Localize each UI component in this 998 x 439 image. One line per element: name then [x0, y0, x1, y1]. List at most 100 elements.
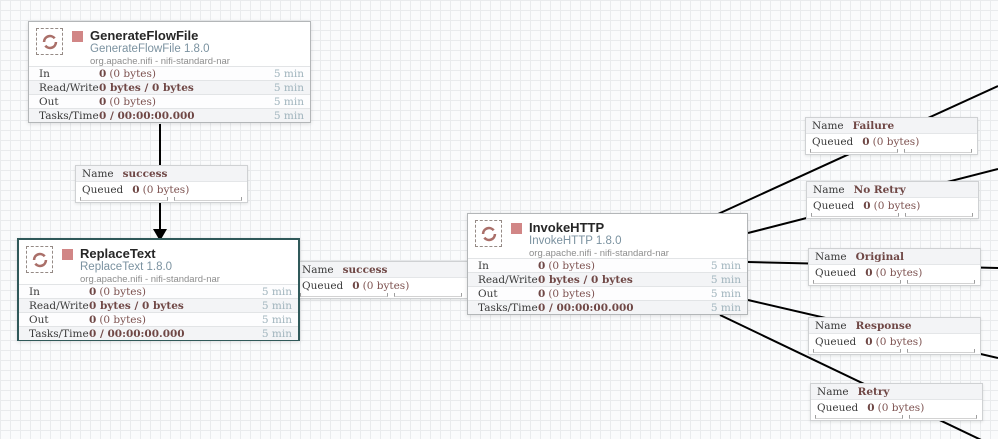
connection-label-failure[interactable]: Name Failure Queued 0 (0 bytes) [805, 117, 978, 155]
processor-type-icon [26, 246, 53, 273]
stat-row-in: In 0(0 bytes) 5 min [468, 258, 747, 272]
connection-label-no-retry[interactable]: Name No Retry Queued 0 (0 bytes) [806, 181, 979, 219]
stat-value: 0(0 bytes) [89, 314, 254, 326]
stat-label: Tasks/Time [478, 301, 538, 314]
connection-line-retry[interactable] [719, 314, 998, 439]
stat-label: In [478, 259, 489, 272]
stat-value-rest: (0 bytes) [99, 285, 146, 298]
connection-queued-row: Queued 0 (0 bytes) [811, 400, 982, 415]
processor-bundle: org.apache.nifi - nifi-standard-nar [529, 248, 669, 259]
stat-value: 0 bytes / 0 bytes [538, 274, 703, 286]
stat-value-bold: 0 [99, 95, 107, 108]
connection-name-row: Name No Retry [807, 182, 978, 198]
stat-label: Out [29, 313, 49, 326]
stat-row-out: Out 0(0 bytes) 5 min [29, 94, 310, 108]
connection-name-row: Name Retry [811, 384, 982, 400]
stat-value-rest: (0 bytes) [548, 287, 595, 300]
processor-header: ReplaceText ReplaceText 1.8.0 org.apache… [19, 240, 298, 285]
queued-label: Queued [817, 402, 859, 414]
name-label: Name [817, 385, 849, 398]
stat-window: 5 min [273, 109, 304, 122]
stat-window: 5 min [710, 259, 741, 272]
queue-count-gauge [815, 415, 903, 419]
queue-size-gauge [907, 349, 975, 353]
queue-size-gauge [904, 149, 972, 153]
stat-label: Read/Write [39, 81, 99, 94]
stat-value-bold: 0 [538, 287, 546, 300]
processor-replacetext[interactable]: ReplaceText ReplaceText 1.8.0 org.apache… [17, 238, 300, 341]
connection-name-value: No Retry [853, 183, 906, 196]
stat-row-tasks: Tasks/Time 0 / 00:00:00.000 5 min [29, 108, 310, 122]
connection-label-response[interactable]: Name Response Queued 0 (0 bytes) [808, 317, 981, 355]
name-label: Name [815, 319, 847, 332]
name-label: Name [812, 119, 844, 132]
sync-arrows-icon [42, 34, 57, 49]
connection-label-retry[interactable]: Name Retry Queued 0 (0 bytes) [810, 383, 983, 421]
processor-invokehttp[interactable]: InvokeHTTP InvokeHTTP 1.8.0 org.apache.n… [467, 213, 748, 315]
stat-row-out: Out 0(0 bytes) 5 min [468, 286, 747, 300]
stat-row-tasks: Tasks/Time 0 / 00:00:00.000 5 min [19, 326, 298, 340]
stat-label: In [29, 285, 40, 298]
queued-label: Queued [812, 136, 854, 148]
connection-label-success-2[interactable]: Name success Queued 0 (0 bytes) [295, 261, 468, 299]
connection-label-success-1[interactable]: Name success Queued 0 (0 bytes) [75, 165, 248, 203]
queue-size-gauge [394, 293, 462, 297]
connection-label-original[interactable]: Name Original Queued 0 (0 bytes) [808, 248, 981, 286]
stat-value-bold: 0 [89, 313, 97, 326]
name-label: Name [813, 183, 845, 196]
stat-window: 5 min [261, 313, 292, 326]
processor-header: GenerateFlowFile GenerateFlowFile 1.8.0 … [29, 22, 310, 67]
stat-window: 5 min [710, 273, 741, 286]
stat-label: In [39, 67, 50, 80]
name-label: Name [815, 250, 847, 263]
stat-row-out: Out 0(0 bytes) 5 min [19, 312, 298, 326]
queue-gauges [811, 415, 982, 420]
queue-count-gauge [811, 213, 899, 217]
processor-type: GenerateFlowFile 1.8.0 [90, 43, 210, 55]
connection-name-row: Name success [76, 166, 247, 182]
stat-value: 0(0 bytes) [538, 288, 703, 300]
queue-count-gauge [80, 197, 168, 201]
stat-value: 0(0 bytes) [99, 68, 266, 80]
queued-size: (0 bytes) [873, 200, 921, 212]
queue-gauges [296, 293, 467, 298]
stat-window: 5 min [273, 81, 304, 94]
stopped-status-icon [72, 31, 83, 42]
stat-value-rest: (0 bytes) [99, 313, 146, 326]
stat-window: 5 min [273, 95, 304, 108]
connection-name-value: Original [855, 250, 905, 263]
stat-value: 0 / 00:00:00.000 [99, 110, 266, 122]
connection-name-row: Name Response [809, 318, 980, 334]
connection-queued-row: Queued 0 (0 bytes) [809, 334, 980, 349]
connection-name-value: Failure [852, 119, 895, 132]
stat-row-tasks: Tasks/Time 0 / 00:00:00.000 5 min [468, 300, 747, 314]
stat-row-in: In 0(0 bytes) 5 min [29, 66, 310, 80]
connection-queued-row: Queued 0 (0 bytes) [806, 134, 977, 149]
stat-row-readwrite: Read/Write 0 bytes / 0 bytes 5 min [468, 272, 747, 286]
stat-window: 5 min [261, 285, 292, 298]
stat-value-rest: (0 bytes) [109, 67, 156, 80]
sync-arrows-icon [481, 226, 496, 241]
connection-name-row: Name Original [809, 249, 980, 265]
connection-arrowhead [153, 229, 167, 241]
queued-size: (0 bytes) [875, 336, 923, 348]
stat-value-bold: 0 [538, 259, 546, 272]
stat-window: 5 min [273, 67, 304, 80]
queued-count: 0 [863, 200, 871, 212]
stat-window: 5 min [261, 327, 292, 340]
queue-count-gauge [813, 349, 901, 353]
processor-generateflowfile[interactable]: GenerateFlowFile GenerateFlowFile 1.8.0 … [28, 21, 311, 123]
stat-value-rest: (0 bytes) [109, 95, 156, 108]
queue-count-gauge [810, 149, 898, 153]
processor-header: InvokeHTTP InvokeHTTP 1.8.0 org.apache.n… [468, 214, 747, 259]
processor-bundle: org.apache.nifi - nifi-standard-nar [80, 274, 220, 285]
stat-label: Tasks/Time [29, 327, 89, 340]
stat-value-bold: 0 bytes / 0 bytes [538, 273, 633, 286]
queue-gauges [806, 149, 977, 154]
queue-gauges [807, 213, 978, 218]
queue-gauges [809, 280, 980, 285]
connection-name-value: Retry [857, 385, 890, 398]
stat-value: 0(0 bytes) [89, 286, 254, 298]
queue-size-gauge [905, 213, 973, 217]
